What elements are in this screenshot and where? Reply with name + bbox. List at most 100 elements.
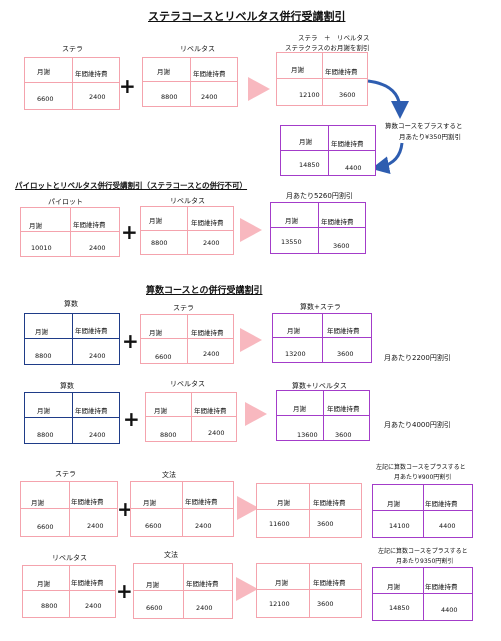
monthly-value: 8800 bbox=[37, 431, 54, 439]
monthly-value: 14100 bbox=[389, 522, 410, 530]
col-annual-header: 年間維持費 bbox=[331, 140, 364, 148]
monthly-value: 11600 bbox=[269, 520, 290, 528]
col-annual-header: 年間維持費 bbox=[75, 327, 108, 335]
row6-d-table: 月謝 年間維持費 14850 4400 bbox=[372, 567, 473, 621]
row6-a-label: リベルタス bbox=[52, 554, 87, 562]
row2-b-table: 月謝 年間維持費 8800 2400 bbox=[140, 206, 234, 255]
col-monthly-header: 月謝 bbox=[157, 68, 170, 76]
col-annual-header: 年間維持費 bbox=[193, 70, 226, 78]
plus-sign: + bbox=[123, 407, 140, 431]
annual-value: 2400 bbox=[85, 602, 102, 610]
col-monthly-header: 月謝 bbox=[149, 329, 162, 337]
row1-a-table: 月謝 年間維持費 6600 2400 bbox=[24, 57, 120, 110]
row6-b-table: 月謝 年間維持費 6600 2400 bbox=[133, 563, 233, 619]
row6-b-label: 文法 bbox=[164, 551, 178, 559]
row4-a-label: 算数 bbox=[60, 382, 74, 390]
row2-a-label: パイロット bbox=[48, 198, 83, 206]
row1-b-table: 月謝 年間維持費 8800 2400 bbox=[142, 57, 238, 107]
col-monthly-header: 月謝 bbox=[285, 217, 298, 225]
monthly-value: 13600 bbox=[297, 431, 318, 439]
plus-sign: + bbox=[116, 579, 133, 603]
row3-c-label: 算数+ステラ bbox=[300, 303, 341, 311]
plus-sign: + bbox=[121, 220, 138, 244]
col-annual-header: 年間維持費 bbox=[186, 580, 219, 588]
main-title: ステラコースとリベルタス併行受講割引 bbox=[148, 10, 346, 23]
monthly-value: 8800 bbox=[160, 431, 177, 439]
col-annual-header: 年間維持費 bbox=[71, 498, 104, 506]
col-monthly-header: 月謝 bbox=[149, 217, 162, 225]
row6-c-table: 月謝 年間維持費 12100 3600 bbox=[256, 563, 362, 618]
row4-c-label: 算数+リベルタス bbox=[292, 382, 347, 390]
monthly-value: 6600 bbox=[146, 604, 163, 612]
col-annual-header: 年間維持費 bbox=[425, 583, 458, 591]
monthly-value: 8800 bbox=[151, 239, 168, 247]
annual-value: 2400 bbox=[203, 350, 220, 358]
monthly-value: 14850 bbox=[389, 604, 410, 612]
row4-c-table: 月謝 年間維持費 13600 3600 bbox=[276, 390, 370, 441]
monthly-value: 12100 bbox=[299, 91, 320, 99]
annual-value: 2400 bbox=[196, 604, 213, 612]
annual-value: 3600 bbox=[335, 431, 352, 439]
col-annual-header: 年間維持費 bbox=[313, 499, 346, 507]
annual-value: 2400 bbox=[89, 93, 106, 101]
row5-b-table: 月謝 年間維持費 6600 2400 bbox=[130, 481, 234, 537]
row1-c-label-2: ステラクラスのお月謝を割引 bbox=[285, 44, 370, 52]
col-monthly-header: 月謝 bbox=[154, 407, 167, 415]
monthly-value: 8800 bbox=[161, 93, 178, 101]
col-monthly-header: 月謝 bbox=[146, 581, 159, 589]
annual-value: 2400 bbox=[201, 93, 218, 101]
row1-note-1: 算数コースをプラスすると bbox=[385, 122, 463, 130]
annual-value: 4400 bbox=[345, 164, 362, 172]
col-annual-header: 年間維持費 bbox=[71, 579, 104, 587]
col-annual-header: 年間維持費 bbox=[73, 221, 106, 229]
annual-value: 2400 bbox=[89, 244, 106, 252]
row5-b-label: 文法 bbox=[162, 471, 176, 479]
row5-d-table: 月謝 年間維持費 14100 4400 bbox=[372, 484, 473, 538]
col-annual-header: 年間維持費 bbox=[185, 498, 218, 506]
row5-a-label: ステラ bbox=[55, 470, 76, 478]
arrow-right-icon bbox=[245, 402, 267, 426]
arrow-right-icon bbox=[240, 328, 262, 352]
row4-b-table: 月謝 年間維持費 8800 2400 bbox=[145, 392, 237, 442]
row3-b-label: ステラ bbox=[173, 304, 194, 312]
annual-value: 2400 bbox=[87, 522, 104, 530]
col-monthly-header: 月謝 bbox=[287, 327, 300, 335]
row4-note: 月あたり4000円割引 bbox=[384, 421, 451, 429]
section-title-math: 算数コースとの併行受講割引 bbox=[146, 286, 263, 296]
row1-note-2: 月あたり¥350円割引 bbox=[399, 133, 462, 141]
col-annual-header: 年間維持費 bbox=[321, 218, 354, 226]
arrow-right-icon bbox=[237, 496, 259, 520]
annual-value: 3600 bbox=[317, 520, 334, 528]
monthly-value: 6600 bbox=[145, 522, 162, 530]
col-monthly-header: 月謝 bbox=[291, 66, 304, 74]
col-monthly-header: 月謝 bbox=[29, 222, 42, 230]
monthly-value: 14850 bbox=[299, 161, 320, 169]
col-monthly-header: 月謝 bbox=[35, 328, 48, 336]
monthly-value: 13200 bbox=[285, 350, 306, 358]
row1-a-label: ステラ bbox=[62, 45, 83, 53]
annual-value: 2400 bbox=[89, 431, 106, 439]
col-monthly-header: 月謝 bbox=[143, 499, 156, 507]
col-annual-header: 年間維持費 bbox=[75, 407, 108, 415]
col-monthly-header: 月謝 bbox=[31, 499, 44, 507]
row3-a-label: 算数 bbox=[64, 300, 78, 308]
annual-value: 2400 bbox=[203, 239, 220, 247]
col-monthly-header: 月謝 bbox=[387, 500, 400, 508]
annual-value: 2400 bbox=[195, 522, 212, 530]
annual-value: 3600 bbox=[333, 242, 350, 250]
row1-c-label-1: ステラ ＋ リベルタス bbox=[298, 34, 370, 42]
col-annual-header: 年間維持費 bbox=[325, 68, 358, 76]
row5-c-table: 月謝 年間維持費 11600 3600 bbox=[256, 483, 362, 538]
monthly-value: 12100 bbox=[269, 600, 290, 608]
row3-c-table: 月謝 年間維持費 13200 3600 bbox=[272, 313, 372, 363]
row6-a-table: 月謝 年間維持費 8800 2400 bbox=[22, 565, 116, 618]
col-monthly-header: 月謝 bbox=[277, 499, 290, 507]
row5-note-2: 月あたり¥900円割引 bbox=[394, 474, 452, 481]
row3-b-table: 月謝 年間維持費 6600 2400 bbox=[140, 314, 234, 364]
section-title-pilot: パイロットとリベルタス併行受講割引（ステラコースとの併行不可） bbox=[15, 181, 248, 190]
row4-a-table: 月謝 年間維持費 8800 2400 bbox=[24, 392, 120, 444]
annual-value: 4400 bbox=[441, 606, 458, 614]
monthly-value: 6600 bbox=[37, 95, 54, 103]
col-monthly-header: 月謝 bbox=[275, 579, 288, 587]
row5-a-table: 月謝 年間維持費 6600 2400 bbox=[20, 481, 118, 537]
